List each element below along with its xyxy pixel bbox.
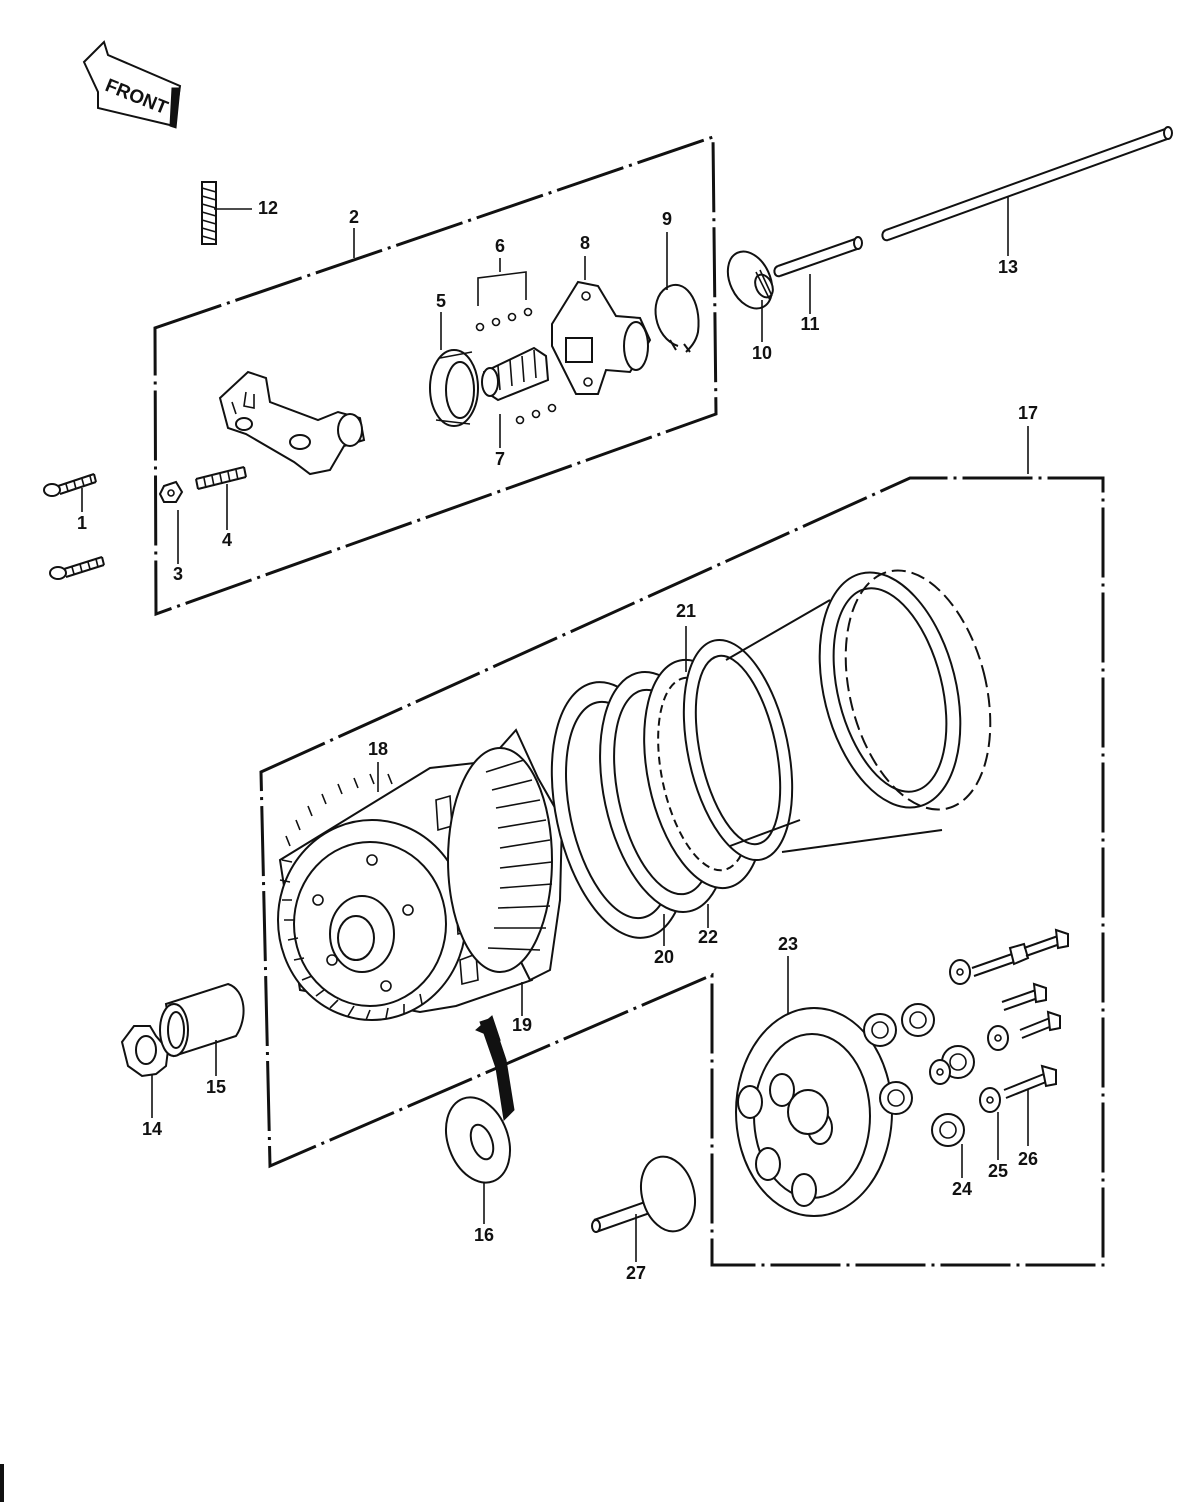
holder-part-8	[551, 280, 652, 395]
callout-24: 24	[952, 1179, 972, 1199]
callout-2: 2	[349, 207, 359, 227]
callout-13: 13	[998, 257, 1018, 277]
callout-9: 9	[662, 209, 672, 229]
callout-8: 8	[580, 233, 590, 253]
callout-5: 5	[436, 291, 446, 311]
release-lever	[218, 370, 366, 476]
thrust-washer-part-16	[445, 1096, 511, 1184]
push-rod-part-11	[773, 236, 863, 278]
washer-part-14	[120, 1025, 170, 1078]
spring-part-12	[201, 181, 217, 245]
leader-lines	[81, 196, 1029, 1262]
pressure-plate-part-23	[735, 1007, 893, 1217]
callout-12: 12	[258, 198, 278, 218]
clutch-hub-part-19	[447, 728, 564, 982]
callout-15: 15	[206, 1077, 226, 1097]
clutch-springs-part-24	[863, 1003, 975, 1147]
nut-part-3	[158, 480, 184, 503]
scan-edge-mark	[0, 1464, 4, 1502]
front-direction-arrow: FRONT	[82, 40, 182, 129]
callout-14: 14	[142, 1119, 162, 1139]
release-assembly-boundary	[153, 134, 718, 617]
callout-23: 23	[778, 934, 798, 954]
callout-25: 25	[988, 1161, 1008, 1181]
bolts-part-26	[971, 928, 1069, 1099]
callout-4: 4	[222, 530, 232, 550]
assembly-arrow	[475, 1015, 515, 1122]
adjuster-part-10	[726, 250, 774, 310]
callout-10: 10	[752, 343, 772, 363]
washers-part-25	[929, 959, 1009, 1113]
callout-16: 16	[474, 1225, 494, 1245]
stud-part-4	[195, 466, 247, 490]
retainer-part-7	[481, 346, 550, 402]
callout-labels: 1 2 3 4 5 6 7 8 9 10 11 12 13 14 15 16 1…	[77, 198, 1038, 1283]
release-rod-part-27	[591, 1155, 696, 1233]
callout-3: 3	[173, 564, 183, 584]
seal-part-5	[429, 349, 479, 427]
callout-20: 20	[654, 947, 674, 967]
bushing-part-15	[159, 982, 245, 1058]
callout-1: 1	[77, 513, 87, 533]
callout-17: 17	[1018, 403, 1038, 423]
callout-18: 18	[368, 739, 388, 759]
callout-6: 6	[495, 236, 505, 256]
callout-11: 11	[800, 314, 819, 334]
outer-plates	[781, 569, 992, 853]
screw-part-1	[43, 473, 105, 580]
balls-part-6	[475, 271, 557, 425]
long-push-rod-part-13	[881, 126, 1173, 242]
callout-26: 26	[1018, 1149, 1038, 1169]
callout-21: 21	[676, 601, 696, 621]
circlip-part-9	[654, 283, 700, 353]
friction-plate-part-21	[682, 599, 831, 862]
callout-22: 22	[698, 927, 718, 947]
callout-19: 19	[512, 1015, 532, 1035]
callout-7: 7	[495, 449, 505, 469]
callout-27: 27	[626, 1263, 646, 1283]
clutch-assembly-boundary	[259, 476, 1105, 1267]
